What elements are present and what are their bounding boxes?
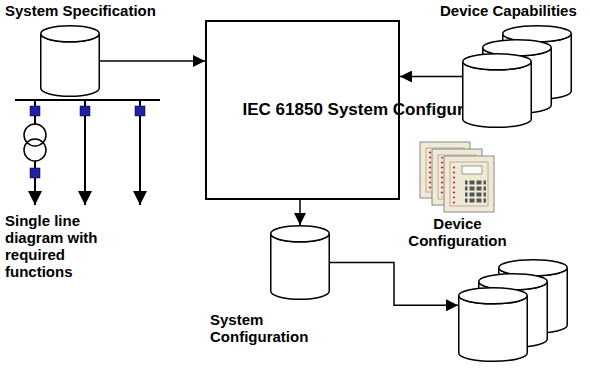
database-stack-node: Device Capabilities [440, 2, 577, 19]
device-panel-frame [450, 162, 488, 206]
cylinder-top [459, 288, 528, 304]
store-label: Device Configuration [400, 215, 515, 249]
database-node: System Specification [5, 2, 156, 19]
flow-arrow [299, 200, 301, 225]
process-box: IEC 61850 System Configurator [205, 20, 400, 200]
function-markers [30, 106, 145, 178]
database-stack [458, 259, 568, 362]
database-cylinder [40, 25, 100, 97]
device-leds [452, 164, 456, 204]
cylinder-body [41, 34, 100, 97]
feeder-line [34, 161, 36, 205]
device-leds [428, 150, 432, 190]
database-node: System Configuration [210, 225, 325, 345]
device-icons [420, 142, 494, 212]
box-title: IEC 61850 System Configurator [243, 100, 363, 120]
store-label: System Specification [5, 2, 156, 19]
illustration-caption: Single line diagram with required functi… [5, 212, 113, 280]
device-display [462, 166, 482, 174]
flow-arrow [330, 263, 458, 306]
cylinder-top [463, 54, 532, 70]
bus-bar [15, 99, 160, 101]
function-marker [135, 106, 145, 116]
cylinder-top [271, 226, 330, 242]
cylinder-body [459, 296, 528, 362]
database-stack [462, 25, 572, 128]
function-marker [30, 168, 40, 178]
transformer-winding [24, 139, 46, 161]
flow-arrow [400, 76, 462, 78]
cylinder-body [271, 234, 330, 300]
store-label: Device Capabilities [440, 2, 577, 19]
flow-arrow [100, 60, 205, 62]
cylinder-top [41, 26, 100, 42]
function-marker [80, 106, 90, 116]
device-panel [444, 156, 494, 212]
store-label: System Configuration [210, 311, 325, 345]
device-keypad [465, 180, 486, 204]
database-stack-node: Device Configuration [400, 215, 515, 249]
device-leds [440, 157, 444, 197]
function-marker [30, 106, 40, 116]
single-line-diagram [15, 100, 160, 205]
cylinder-body [463, 62, 532, 128]
database-cylinder [270, 225, 330, 300]
